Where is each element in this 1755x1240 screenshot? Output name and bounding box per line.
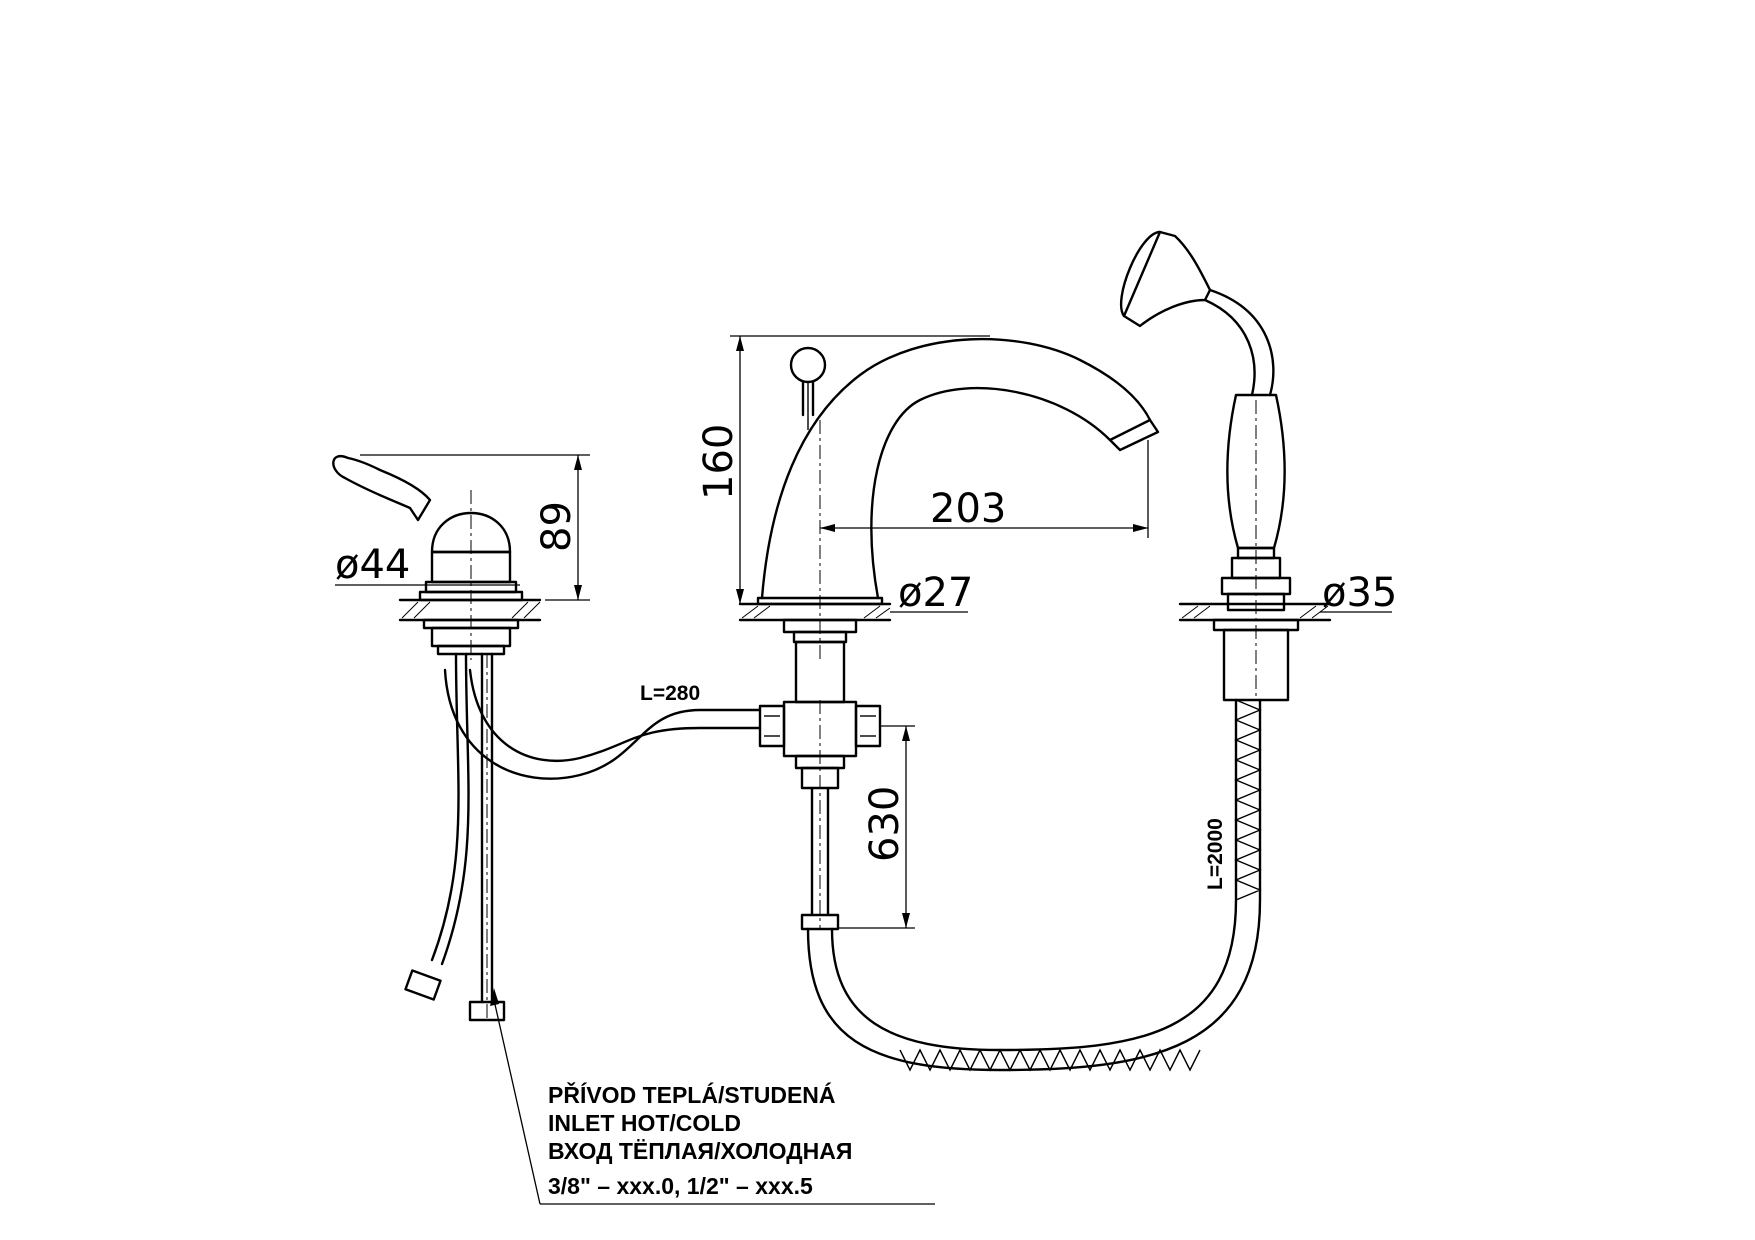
inlet-note-en: INLET HOT/COLD [548, 1110, 741, 1136]
supply-hose-length-label: L=280 [640, 682, 700, 705]
diverter-block [758, 640, 882, 931]
dim-spout-height-value: 160 [696, 424, 742, 500]
dim-shower-diameter-value: ø35 [1322, 570, 1397, 616]
dim-spout-reach [820, 440, 1149, 538]
hand-shower [1119, 230, 1332, 702]
inlet-hoses [404, 652, 506, 1022]
dim-lever-diameter-value: ø44 [335, 542, 410, 588]
shower-hose [806, 698, 1262, 1072]
inlet-note-cz: PŘÍVOD TEPLÁ/STUDENÁ [548, 1081, 836, 1108]
dim-spout-height [730, 335, 990, 604]
lever-mixer-valve [332, 455, 542, 660]
shower-hose-length-label: L=2000 [1204, 818, 1227, 890]
inlet-note: PŘÍVOD TEPLÁ/STUDENÁ INLET HOT/COLD ВХОД… [548, 1081, 852, 1199]
dim-spout-diameter-value: ø27 [898, 570, 973, 616]
inlet-note-thread: 3/8" – xxx.0, 1/2" – xxx.5 [548, 1173, 813, 1199]
dim-spout-reach-value: 203 [930, 486, 1006, 532]
connecting-pipe [443, 668, 762, 780]
inlet-note-leader [490, 988, 935, 1205]
spout [738, 337, 1160, 660]
inlet-note-ru: ВХОД ТЁПЛАЯ/ХОЛОДНАЯ [548, 1138, 852, 1164]
dim-diverter-drop-value: 630 [862, 786, 908, 862]
dim-lever-height [360, 454, 590, 601]
dim-diverter-drop [838, 725, 915, 929]
dim-lever-height-value: 89 [534, 501, 580, 552]
